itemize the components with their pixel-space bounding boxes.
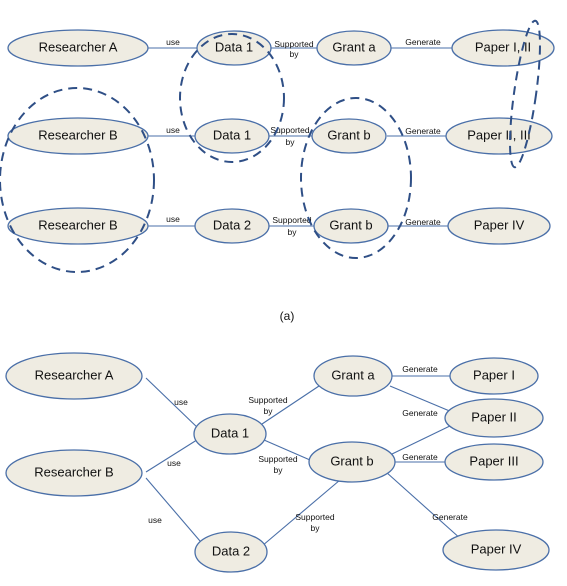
- edge-label-use: use: [166, 125, 180, 135]
- node-grant-a: [316, 30, 392, 66]
- node-grant-b-label: Grant b: [330, 453, 373, 468]
- edge-label-use: use: [174, 397, 188, 407]
- node-paper-ii-iii-label: Paper II, III: [467, 127, 531, 142]
- grouping-researcher-b: [0, 87, 155, 273]
- node-grant-a-label: Grant a: [331, 367, 375, 382]
- node-data2: [194, 208, 270, 244]
- edge-label-generate: Generate: [402, 408, 438, 418]
- node-grant-a-label: Grant a: [332, 39, 376, 54]
- node-researcher-a: [7, 29, 149, 67]
- node-researcher-b-label: Researcher B: [38, 127, 117, 142]
- node-grant-b: [313, 208, 389, 244]
- node-paper-iv: [447, 207, 551, 245]
- edge-grant-a-paper-ii: [389, 385, 453, 413]
- edge-label-use: use: [167, 458, 181, 468]
- edge-label-generate: Generate: [402, 364, 438, 374]
- grouping-paper-ii: [509, 19, 541, 169]
- node-paper-i-ii: [451, 29, 555, 67]
- node-data1-label: Data 1: [213, 127, 251, 142]
- edge-label-use: use: [166, 214, 180, 224]
- grouping-data1: [179, 33, 285, 163]
- edge-label-generate: Generate: [402, 452, 438, 462]
- edge-label-by: by: [286, 137, 296, 147]
- node-data1: [196, 30, 272, 66]
- edge-label-by: by: [274, 465, 284, 475]
- node-paper-i-label: Paper I: [473, 367, 515, 382]
- node-researcher-a-label: Researcher A: [35, 367, 114, 382]
- node-paper-iv-label: Paper IV: [474, 217, 525, 232]
- edge-label-use: use: [166, 37, 180, 47]
- node-paper-iii-label: Paper III: [469, 453, 518, 468]
- edge-label-generate: Generate: [405, 217, 441, 227]
- node-grant-a: [313, 355, 393, 397]
- caption-a: (a): [280, 309, 295, 323]
- node-researcher-b: [7, 117, 149, 155]
- node-researcher-b-label: Researcher B: [34, 464, 113, 479]
- node-paper-iii: [444, 443, 544, 481]
- edge-label-supported: Supported: [258, 454, 297, 464]
- node-grant-b-label: Grant b: [329, 217, 372, 232]
- edge-label-supported: Supported: [272, 215, 311, 225]
- node-paper-iv: [442, 529, 550, 571]
- node-grant-b: [311, 118, 387, 154]
- edge-label-generate: Generate: [405, 37, 441, 47]
- node-researcher-b: [7, 207, 149, 245]
- node-paper-ii-label: Paper II: [471, 409, 517, 424]
- edge-label-supported: Supported: [270, 125, 309, 135]
- edge-label-by: by: [290, 49, 300, 59]
- node-data1: [193, 413, 267, 455]
- node-grant-b-label: Grant b: [327, 127, 370, 142]
- node-researcher-b: [5, 449, 143, 497]
- node-grant-b: [308, 441, 396, 483]
- node-paper-i-ii-label: Paper I, II: [475, 39, 531, 54]
- node-researcher-a: [5, 352, 143, 400]
- node-data2-label: Data 2: [212, 543, 250, 558]
- node-data1: [194, 118, 270, 154]
- edge-label-generate: Generate: [405, 126, 441, 136]
- edge-researcher-a-data1: [145, 377, 201, 431]
- edge-researcher-b-data2: [145, 477, 207, 549]
- edge-label-supported: Supported: [295, 512, 334, 522]
- node-paper-iv-label: Paper IV: [471, 541, 522, 556]
- edge-label-supported: Supported: [274, 39, 313, 49]
- node-paper-i: [449, 357, 539, 395]
- edge-researcher-b-data1: [145, 437, 201, 473]
- edge-label-generate: Generate: [432, 512, 468, 522]
- node-researcher-b-label: Researcher B: [38, 217, 117, 232]
- edge-label-by: by: [311, 523, 321, 533]
- grouping-grant-b: [300, 97, 412, 259]
- node-data2-label: Data 2: [213, 217, 251, 232]
- edge-data1-grant-a: [261, 383, 323, 425]
- node-data1-label: Data 1: [215, 39, 253, 54]
- node-paper-ii: [444, 398, 544, 438]
- edge-data2-grant-b: [261, 479, 341, 547]
- edge-label-by: by: [288, 227, 298, 237]
- edge-grant-b-paper-ii: [391, 423, 455, 455]
- node-data2: [194, 531, 268, 573]
- edge-data1-grant-b: [263, 439, 311, 461]
- edge-grant-b-paper-iv: [385, 471, 463, 541]
- edge-label-use: use: [148, 515, 162, 525]
- edge-label-by: by: [264, 406, 274, 416]
- node-data1-label: Data 1: [211, 425, 249, 440]
- node-researcher-a-label: Researcher A: [39, 39, 118, 54]
- edge-label-supported: Supported: [248, 395, 287, 405]
